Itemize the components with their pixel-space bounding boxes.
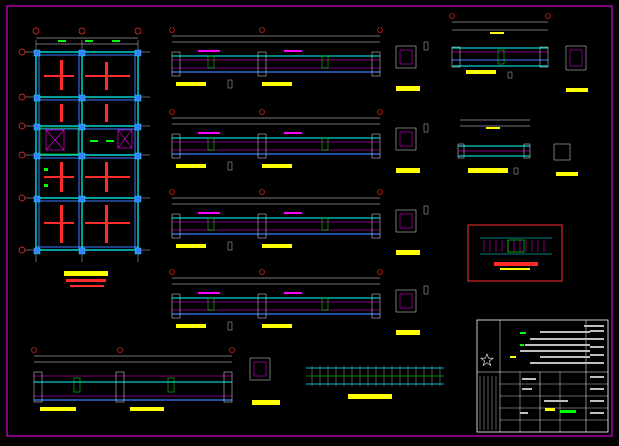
beam-elevation-1 — [169, 27, 383, 89]
beam-label — [262, 164, 292, 168]
column-stub — [257, 213, 267, 239]
section-outline — [395, 127, 417, 151]
stirrup-zone — [207, 297, 215, 311]
grid-bubble — [259, 27, 265, 33]
beam-label — [176, 324, 206, 328]
detail-box — [467, 224, 563, 282]
grid-bubble — [377, 27, 383, 33]
top-bar-mark — [198, 292, 220, 294]
column-stub — [171, 133, 181, 159]
grid-bubble — [259, 109, 265, 115]
beam-elevation-2 — [169, 109, 383, 171]
section-stirrup — [569, 49, 583, 67]
beam-label — [262, 82, 292, 86]
grid-bubble — [377, 189, 383, 195]
beam-section-1 — [395, 41, 429, 91]
beam-label — [262, 244, 292, 248]
grid-bubble — [169, 27, 175, 33]
beam-elevation-3 — [169, 189, 383, 251]
section-outline — [395, 209, 417, 233]
title-block — [476, 319, 609, 433]
section-tag — [423, 285, 429, 295]
column-stub — [171, 213, 181, 239]
grid-bubble — [377, 269, 383, 275]
section-tag — [423, 205, 429, 215]
column-stub — [257, 133, 267, 159]
section-stirrup — [399, 293, 413, 309]
beam-elevations — [169, 27, 383, 331]
bottom-beam — [31, 347, 280, 411]
section-outline — [553, 143, 571, 161]
beam-section-right — [553, 45, 588, 176]
grid-bubble — [169, 189, 175, 195]
stirrup-zone — [321, 137, 329, 151]
beam-sections — [395, 41, 588, 335]
beam-section-3 — [395, 205, 429, 255]
stirrup-zone — [207, 217, 215, 231]
beam-label — [176, 244, 206, 248]
column-stub — [257, 51, 267, 77]
section-label — [396, 330, 420, 335]
stirrup-zone — [207, 137, 215, 151]
top-bar-mark — [284, 50, 302, 52]
column-stub — [371, 51, 381, 77]
grid-bubble — [169, 109, 175, 115]
short-beam-top — [449, 13, 551, 79]
sheet-frame — [6, 5, 613, 437]
section-outline — [395, 289, 417, 313]
star-logo-icon — [480, 353, 494, 367]
label-box — [227, 79, 233, 89]
stirrup-zone — [321, 297, 329, 311]
label-box — [227, 241, 233, 251]
floor-plan — [18, 27, 150, 287]
section-label — [396, 168, 420, 173]
section-outline — [395, 45, 417, 69]
section-stirrup — [399, 213, 413, 229]
column-stub — [171, 51, 181, 77]
beam-label — [176, 164, 206, 168]
label-box — [227, 161, 233, 171]
column-stub — [171, 293, 181, 319]
beam-label — [176, 82, 206, 86]
column-stub — [371, 293, 381, 319]
top-bar-mark — [198, 212, 220, 214]
section-label — [396, 250, 420, 255]
grid-bubble — [259, 269, 265, 275]
section-stirrup — [399, 49, 413, 65]
top-bar-mark — [198, 50, 220, 52]
section-label — [566, 88, 588, 92]
stirrup-zone — [207, 55, 215, 69]
beam-section-4 — [395, 285, 429, 335]
stirrup-zone — [321, 217, 329, 231]
grid-bubble — [377, 109, 383, 115]
short-beam-middle — [457, 119, 531, 175]
column-stub — [371, 213, 381, 239]
top-bar-mark — [284, 212, 302, 214]
column-stub — [257, 293, 267, 319]
section-label — [396, 86, 420, 91]
section-tag — [423, 123, 429, 133]
beam-label — [262, 324, 292, 328]
top-bar-mark — [284, 292, 302, 294]
label-box — [227, 321, 233, 331]
beam-section-2 — [395, 123, 429, 173]
stirrup-zone — [321, 55, 329, 69]
section-outline — [565, 45, 587, 71]
beam-elevation-4 — [169, 269, 383, 331]
column-stub — [371, 133, 381, 159]
section-stirrup — [399, 131, 413, 147]
top-bar-mark — [198, 132, 220, 134]
grid-bubble — [169, 269, 175, 275]
top-bar-mark — [284, 132, 302, 134]
section-label — [556, 172, 578, 176]
grid-bubble — [259, 189, 265, 195]
section-tag — [423, 41, 429, 51]
rebar-detail — [306, 366, 444, 399]
